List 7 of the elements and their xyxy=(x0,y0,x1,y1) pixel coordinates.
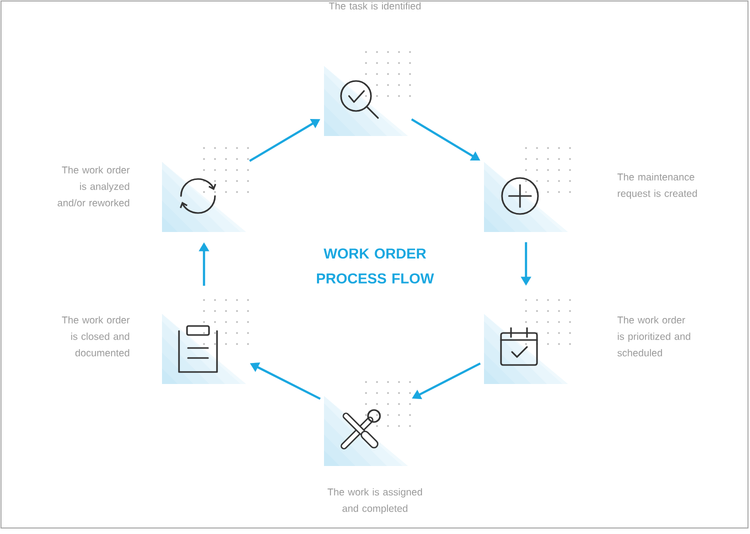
step-caption: The work order is prioritized and scheduled xyxy=(617,316,690,356)
step-caption: The maintenance request is created xyxy=(617,173,697,199)
step-caption: The work is assigned and completed xyxy=(328,488,422,514)
step-caption: The task is identified xyxy=(328,2,421,10)
step-caption: The work order is closed and documented xyxy=(62,316,130,356)
step-caption: The work order is analyzed and/or reworked xyxy=(58,166,130,206)
title: WORK ORDER PROCESS FLOW xyxy=(316,248,434,284)
